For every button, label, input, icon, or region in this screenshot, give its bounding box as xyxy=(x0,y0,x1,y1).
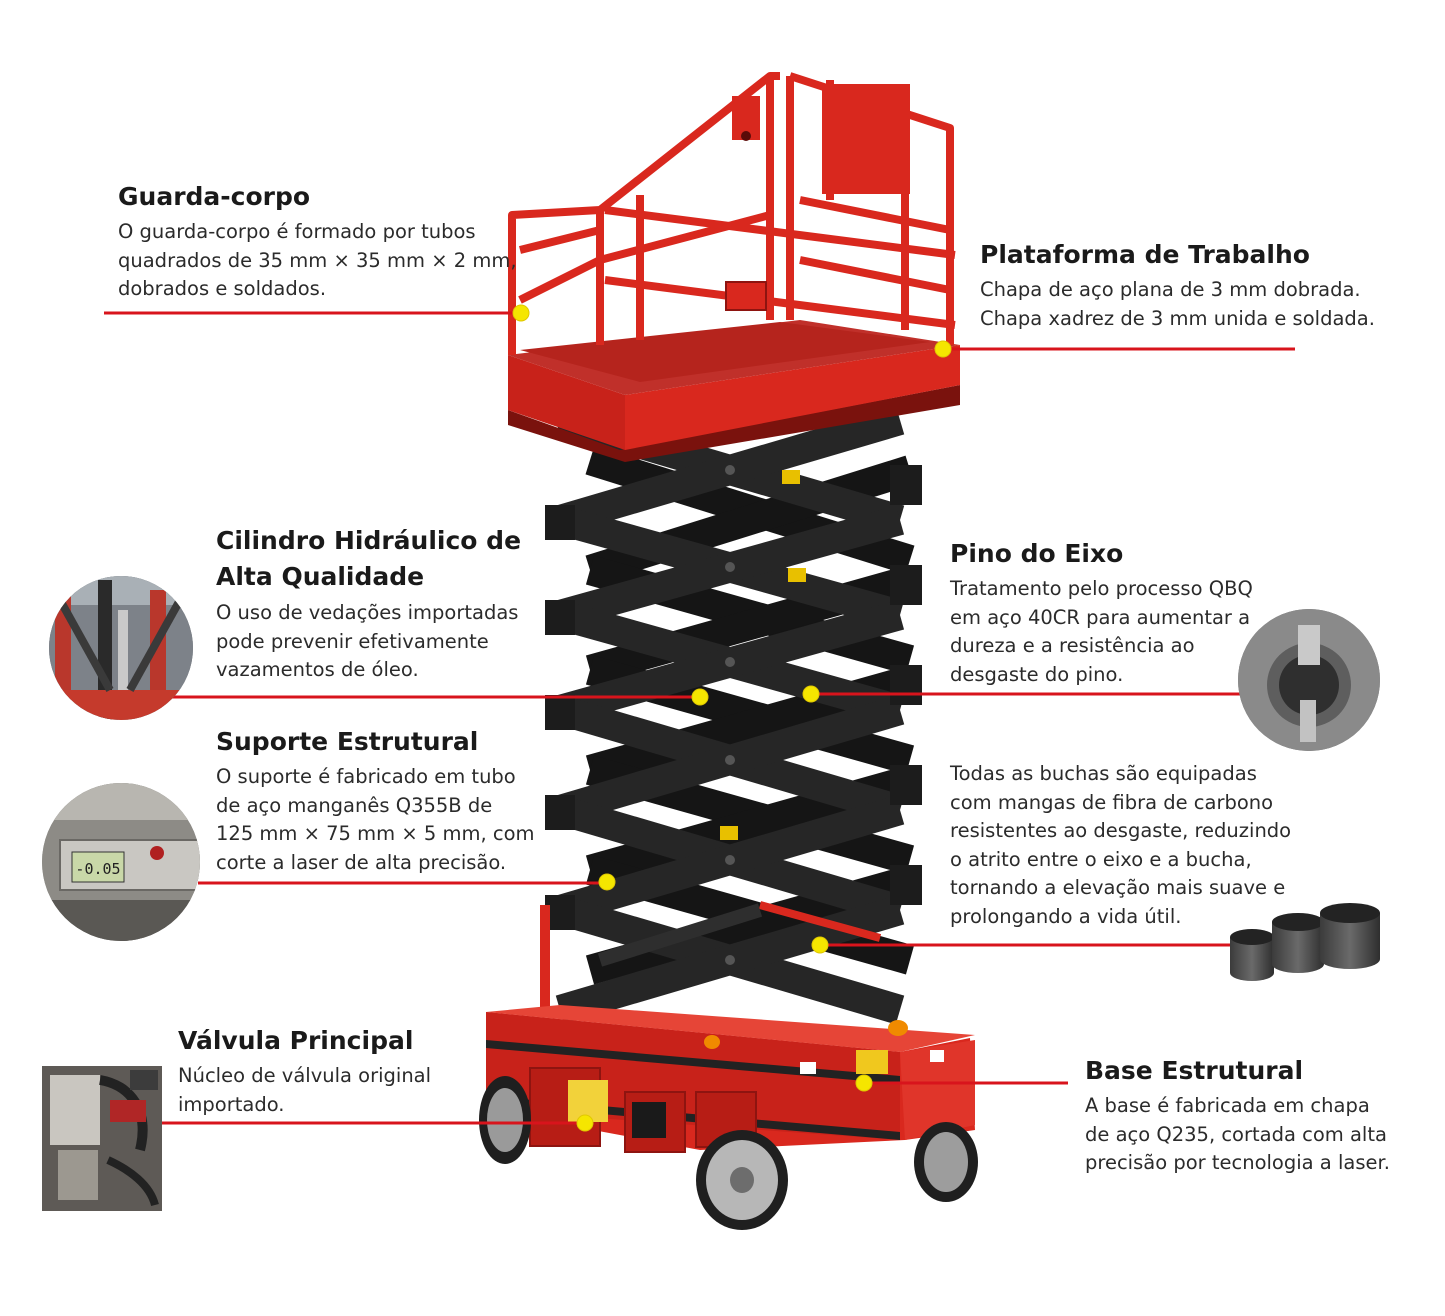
callout-title: Pino do Eixo xyxy=(950,539,1124,568)
callout-text: Todas as buchas são equipadas com mangas… xyxy=(950,762,1292,928)
callout-suporte: Suporte Estrutural O suporte é fabricado… xyxy=(216,725,535,877)
callout-text: O suporte é fabricado em tubo de aço man… xyxy=(216,765,535,874)
callout-title: Válvula Principal xyxy=(178,1026,414,1055)
marker-suporte xyxy=(598,873,616,891)
callout-pino: Pino do Eixo Tratamento pelo processo QB… xyxy=(950,537,1253,689)
hydraulic-cylinder-photo xyxy=(49,576,193,720)
callout-text: A base é fabricada em chapa de aço Q235,… xyxy=(1085,1094,1390,1174)
callout-text: O guarda-corpo é formado por tubos quadr… xyxy=(118,220,517,300)
callout-text: Núcleo de válvula original importado. xyxy=(178,1064,432,1116)
callout-buchas: Todas as buchas são equipadas com mangas… xyxy=(950,760,1291,931)
callout-text: Chapa de aço plana de 3 mm dobrada. Chap… xyxy=(980,278,1375,330)
callout-text: Tratamento pelo processo QBQ em aço 40CR… xyxy=(950,577,1253,686)
callout-valvula: Válvula Principal Núcleo de válvula orig… xyxy=(178,1024,431,1119)
callout-guarda-corpo: Guarda-corpo O guarda-corpo é formado po… xyxy=(118,180,517,304)
axle-pin-photo xyxy=(1238,609,1380,751)
callout-title: Base Estrutural xyxy=(1085,1056,1304,1085)
caliper-reading: -0.05 xyxy=(75,860,120,878)
marker-pino xyxy=(802,685,820,703)
bushings-photo xyxy=(1230,903,1380,981)
caliper-measurement-photo: -0.05 xyxy=(42,783,200,941)
marker-base xyxy=(855,1074,873,1092)
work-platform xyxy=(508,72,960,462)
callout-plataforma: Plataforma de Trabalho Chapa de aço plan… xyxy=(980,238,1375,333)
marker-plataforma xyxy=(934,340,952,358)
callout-title: Suporte Estrutural xyxy=(216,727,479,756)
callout-cilindro: Cilindro Hidráulico de Alta Qualidade O … xyxy=(216,523,521,685)
main-valve-photo xyxy=(42,1066,162,1211)
marker-guarda-corpo xyxy=(512,304,530,322)
chassis-base xyxy=(479,1005,978,1230)
callout-text: O uso de vedações importadas pode preven… xyxy=(216,601,519,681)
marker-valvula xyxy=(576,1114,594,1132)
callout-title: Plataforma de Trabalho xyxy=(980,240,1310,269)
marker-buchas xyxy=(811,936,829,954)
marker-cilindro xyxy=(691,688,709,706)
callout-title: Cilindro Hidráulico de Alta Qualidade xyxy=(216,526,522,591)
callout-base: Base Estrutural A base é fabricada em ch… xyxy=(1085,1054,1390,1178)
leader-lines xyxy=(104,311,1295,1125)
scissor-arms xyxy=(540,405,922,1025)
callout-title: Guarda-corpo xyxy=(118,182,311,211)
